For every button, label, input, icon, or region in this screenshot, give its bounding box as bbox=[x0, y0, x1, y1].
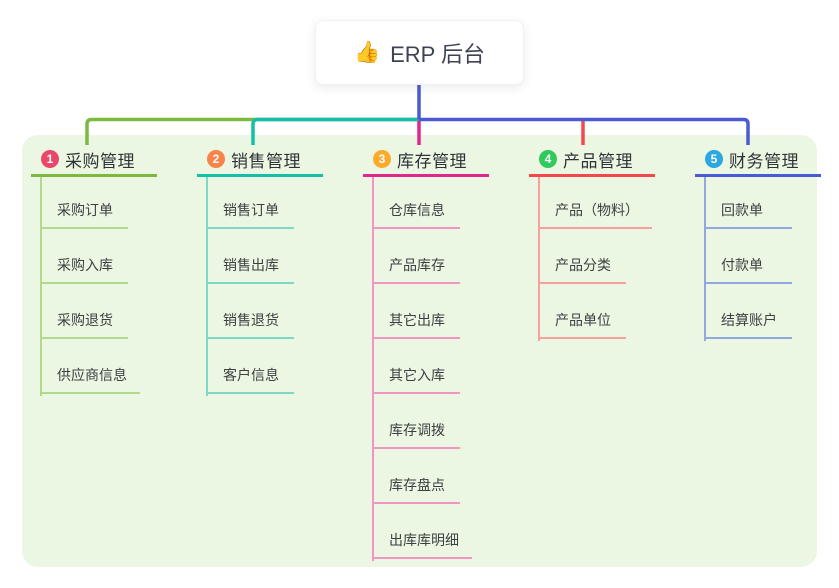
branch-connector-line bbox=[40, 177, 42, 396]
node-item[interactable]: 产品库存 bbox=[372, 229, 460, 284]
thumbs-up-icon: 👍 bbox=[353, 40, 381, 64]
branch-items: 采购订单 采购入库 采购退货 供应商信息 bbox=[40, 177, 181, 394]
branch-sales: 2 销售管理 销售订单 销售出库 销售退货 客户信息 bbox=[197, 144, 347, 396]
node-item[interactable]: 产品分类 bbox=[538, 229, 626, 284]
branch-label: 产品管理 bbox=[563, 151, 633, 171]
node-item[interactable]: 出库库明细 bbox=[372, 504, 472, 559]
node-item[interactable]: 结算账户 bbox=[704, 284, 792, 339]
root-title: ERP 后台 bbox=[390, 41, 486, 67]
branch-number-badge: 5 bbox=[705, 150, 723, 168]
node-item[interactable]: 回款单 bbox=[704, 177, 792, 229]
node-item[interactable]: 采购入库 bbox=[40, 229, 128, 284]
node-item[interactable]: 采购退货 bbox=[40, 284, 128, 339]
branch-connector-line bbox=[372, 177, 374, 561]
branch-items: 产品（物料） 产品分类 产品单位 bbox=[538, 177, 679, 339]
branches-panel bbox=[22, 135, 817, 567]
branch-connector-line bbox=[704, 177, 706, 341]
node-item[interactable]: 库存调拨 bbox=[372, 394, 460, 449]
branch-finance-title[interactable]: 5 财务管理 bbox=[695, 144, 821, 177]
node-item[interactable]: 仓库信息 bbox=[372, 177, 460, 229]
branch-items: 回款单 付款单 结算账户 bbox=[704, 177, 839, 339]
branch-sales-title[interactable]: 2 销售管理 bbox=[197, 144, 323, 177]
branch-product-title[interactable]: 4 产品管理 bbox=[529, 144, 655, 177]
branch-finance: 5 财务管理 回款单 付款单 结算账户 bbox=[695, 144, 839, 341]
branch-number-badge: 1 bbox=[41, 150, 59, 168]
branch-inventory: 3 库存管理 仓库信息 产品库存 其它出库 其它入库 库存调拨 库存盘点 出库库… bbox=[363, 144, 513, 561]
branch-purchase-title[interactable]: 1 采购管理 bbox=[31, 144, 157, 177]
branch-purchase: 1 采购管理 采购订单 采购入库 采购退货 供应商信息 bbox=[31, 144, 181, 396]
branch-number-badge: 3 bbox=[373, 150, 391, 168]
node-item[interactable]: 销售退货 bbox=[206, 284, 294, 339]
node-item[interactable]: 其它入库 bbox=[372, 339, 460, 394]
branch-connector-line bbox=[206, 177, 208, 396]
node-item[interactable]: 销售订单 bbox=[206, 177, 294, 229]
node-item[interactable]: 付款单 bbox=[704, 229, 792, 284]
branch-items: 销售订单 销售出库 销售退货 客户信息 bbox=[206, 177, 347, 394]
branch-number-badge: 4 bbox=[539, 150, 557, 168]
node-item[interactable]: 其它出库 bbox=[372, 284, 460, 339]
branch-label: 库存管理 bbox=[397, 151, 467, 171]
branch-product: 4 产品管理 产品（物料） 产品分类 产品单位 bbox=[529, 144, 679, 341]
branch-label: 财务管理 bbox=[729, 151, 799, 171]
node-item[interactable]: 产品单位 bbox=[538, 284, 626, 339]
node-item[interactable]: 库存盘点 bbox=[372, 449, 460, 504]
node-item[interactable]: 产品（物料） bbox=[538, 177, 652, 229]
branch-items: 仓库信息 产品库存 其它出库 其它入库 库存调拨 库存盘点 出库库明细 bbox=[372, 177, 513, 559]
branch-connector-line bbox=[538, 177, 540, 341]
branch-inventory-title[interactable]: 3 库存管理 bbox=[363, 144, 489, 177]
node-item[interactable]: 客户信息 bbox=[206, 339, 294, 394]
node-item[interactable]: 销售出库 bbox=[206, 229, 294, 284]
branch-number-badge: 2 bbox=[207, 150, 225, 168]
node-item[interactable]: 采购订单 bbox=[40, 177, 128, 229]
branch-label: 采购管理 bbox=[65, 151, 135, 171]
branch-label: 销售管理 bbox=[231, 151, 301, 171]
node-item[interactable]: 供应商信息 bbox=[40, 339, 140, 394]
root-node[interactable]: 👍 ERP 后台 bbox=[315, 20, 524, 85]
